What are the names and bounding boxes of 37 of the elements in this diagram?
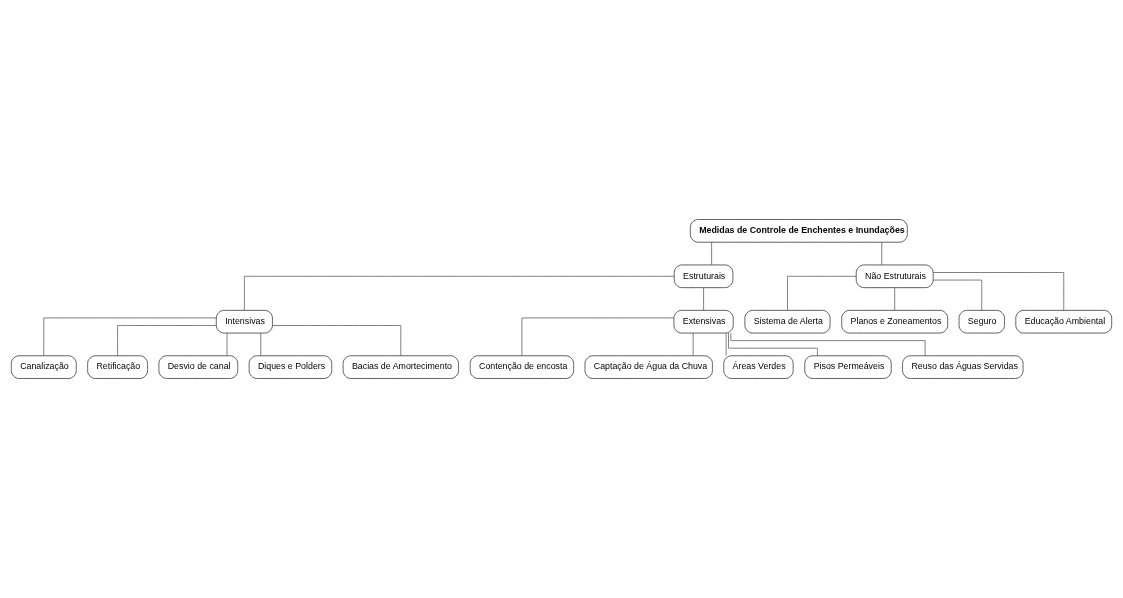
node-box: Não Estruturais	[855, 264, 934, 288]
connector	[787, 275, 857, 311]
connector	[117, 325, 217, 357]
node-box: Desvio de canal	[158, 355, 239, 379]
connector	[730, 332, 926, 357]
node-box: Educação Ambiental	[1015, 310, 1112, 334]
node-box: Pisos Permeáveis	[804, 355, 892, 379]
connector	[725, 332, 727, 356]
node-box: Extensivas	[673, 310, 734, 334]
node-box: Bacias de Amortecimento	[342, 355, 459, 379]
connector	[728, 332, 818, 356]
connector	[521, 317, 675, 357]
connector	[260, 332, 262, 356]
connector	[933, 279, 983, 311]
connector	[692, 332, 694, 356]
connector	[244, 275, 675, 311]
node-box: Retificação	[87, 355, 148, 379]
connector	[226, 332, 228, 356]
node-box: Medidas de Controle de Enchentes e Inundações	[690, 219, 908, 243]
connector	[272, 325, 402, 357]
node-box: Estruturais	[673, 264, 734, 288]
connector	[711, 242, 712, 265]
node-box: Intensivas	[216, 310, 273, 334]
connector	[703, 287, 704, 311]
node-box: Áreas Verdes	[723, 355, 794, 379]
node-box: Seguro	[958, 310, 1005, 334]
node-box: Reuso das Águas Servidas	[902, 355, 1024, 379]
connector	[894, 287, 895, 311]
connector	[43, 317, 217, 357]
node-box: Sistema de Alerta	[744, 310, 831, 334]
node-box: Captação de Água da Chuva	[584, 355, 713, 379]
node-box: Canalização	[11, 355, 77, 379]
node-box: Diques e Polders	[248, 355, 333, 379]
connector	[932, 272, 1065, 311]
connector	[881, 242, 883, 265]
node-box: Contenção de encosta	[469, 355, 574, 379]
node-box: Planos e Zoneamentos	[841, 310, 948, 334]
